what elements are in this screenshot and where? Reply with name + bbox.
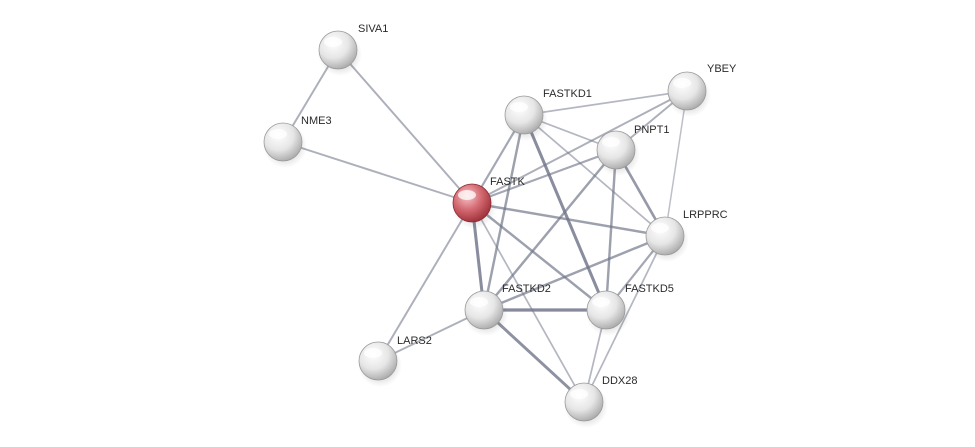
node-highlight: [570, 389, 588, 399]
node-highlight: [673, 78, 691, 88]
node-lars2[interactable]: LARS2: [358, 335, 432, 387]
node-ball[interactable]: [464, 290, 504, 330]
node-label-fastkd2: FASTKD2: [502, 283, 551, 295]
node-ball[interactable]: [596, 130, 636, 170]
node-ball[interactable]: [564, 382, 604, 422]
node-fastk[interactable]: FASTK: [452, 176, 526, 229]
node-nme3[interactable]: NME3: [263, 115, 332, 168]
edge-fastk-fastkd5: [470, 201, 608, 312]
node-ball[interactable]: [586, 290, 626, 330]
edge-fastkd1-fastkd2: [482, 113, 526, 312]
node-label-siva1: SIVA1: [358, 23, 388, 35]
node-highlight: [269, 129, 287, 139]
edge-fastk-lars2: [377, 202, 473, 362]
node-fastkd5[interactable]: FASTKD5: [586, 283, 674, 336]
node-lrpprc[interactable]: LRPPRC: [645, 209, 728, 262]
node-ball[interactable]: [667, 71, 707, 111]
node-label-fastk: FASTK: [490, 176, 526, 188]
node-label-ybey: YBEY: [707, 63, 737, 75]
node-ddx28[interactable]: DDX28: [564, 375, 637, 428]
edge-siva1-fastk: [337, 49, 473, 204]
node-label-lrpprc: LRPPRC: [683, 209, 728, 221]
node-ball[interactable]: [358, 341, 398, 381]
edge-pnpt1-fastkd2: [482, 148, 618, 312]
node-highlight: [651, 223, 669, 233]
edge-nme3-fastk: [282, 141, 473, 204]
node-pnpt1[interactable]: PNPT1: [596, 124, 669, 176]
node-ball[interactable]: [452, 183, 492, 223]
node-highlight: [470, 297, 488, 307]
node-highlight: [592, 297, 610, 307]
edge-pnpt1-fastkd5: [604, 148, 618, 312]
node-ball[interactable]: [645, 216, 685, 256]
node-fastkd2[interactable]: FASTKD2: [464, 283, 551, 336]
edge-lrpprc-fastkd2: [482, 234, 667, 312]
node-label-fastkd1: FASTKD1: [543, 88, 592, 100]
node-ball[interactable]: [504, 95, 544, 135]
node-highlight: [364, 348, 382, 358]
node-fastkd1[interactable]: FASTKD1: [504, 88, 592, 141]
node-label-ddx28: DDX28: [602, 375, 637, 387]
node-siva1[interactable]: SIVA1: [318, 23, 388, 76]
node-label-nme3: NME3: [301, 115, 332, 127]
node-label-fastkd5: FASTKD5: [625, 283, 674, 295]
node-highlight: [510, 102, 528, 112]
node-highlight: [324, 37, 342, 47]
node-ball[interactable]: [318, 30, 358, 70]
edge-fastkd1-ybey: [523, 90, 688, 116]
node-ybey[interactable]: YBEY: [667, 63, 737, 117]
edge-fastk-ybey: [471, 90, 688, 204]
edge-fastk-ddx28: [471, 202, 585, 403]
node-highlight: [602, 137, 620, 147]
node-highlight: [458, 190, 476, 200]
node-label-lars2: LARS2: [397, 335, 432, 347]
edge-fastk-pnpt1: [470, 148, 618, 205]
node-ball[interactable]: [263, 122, 303, 162]
node-label-pnpt1: PNPT1: [634, 124, 669, 136]
